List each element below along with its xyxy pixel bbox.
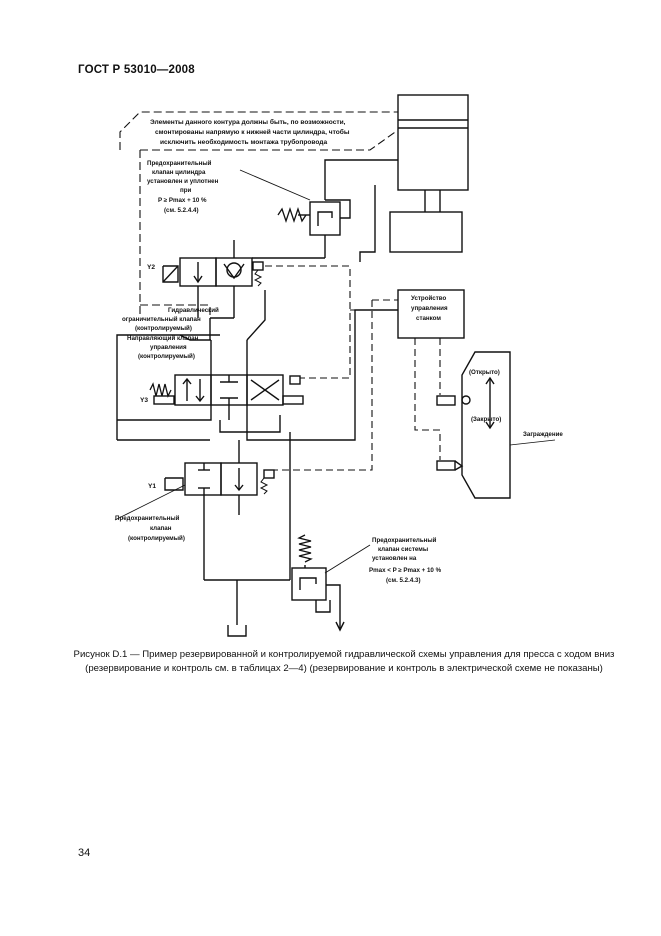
signal-lines xyxy=(265,265,441,471)
solenoid-y2: Y2 xyxy=(147,264,155,271)
note-line-3: исключить необходимость монтажа трубопро… xyxy=(160,138,327,146)
cyl-valve-ref: (см. 5.2.4.4) xyxy=(164,207,199,214)
relief-valve xyxy=(291,567,327,601)
limit-valve-block-b xyxy=(215,257,253,287)
svg-text:(контролируемый): (контролируемый) xyxy=(138,353,195,360)
svg-text:клапан цилиндра: клапан цилиндра xyxy=(152,169,206,176)
svg-text:Предохранительный: Предохранительный xyxy=(147,160,212,167)
cyl-valve-formula: P ≥ Pmax + 10 % xyxy=(158,197,207,204)
svg-text:Y3: Y3 xyxy=(140,397,148,404)
control-unit-line-3: станком xyxy=(416,315,441,322)
limit-valve-line-2: ограничительный клапан xyxy=(122,316,201,323)
svg-text:установлен и уплотнен: установлен и уплотнен xyxy=(147,178,219,185)
safety-valve-block-a xyxy=(184,462,222,496)
svg-text:(контролируемый): (контролируемый) xyxy=(135,325,192,332)
solenoid-y3: Y3 xyxy=(140,397,148,404)
dir-valve-block-c xyxy=(246,374,284,406)
limit-valve-sensor xyxy=(252,261,264,271)
dir-valve-line-1: Направляющий клапан xyxy=(127,335,199,342)
ctrl-safety-valve-line-2: клапан xyxy=(150,525,172,532)
svg-text:(см. 5.2.4.4): (см. 5.2.4.4) xyxy=(164,207,199,214)
relief-valve-line-2: клапан системы xyxy=(378,546,428,553)
cyl-valve-line-2: клапан цилиндра xyxy=(152,169,206,176)
dir-valve-block-a xyxy=(174,374,212,406)
limit-valve-line-3: (контролируемый) xyxy=(135,325,192,332)
relief-valve-line-1: Предохранительный xyxy=(372,537,437,544)
control-unit-line-2: управления xyxy=(411,305,448,312)
svg-text:Pmax < P ≥ Pmax + 10 %: Pmax < P ≥ Pmax + 10 % xyxy=(369,567,442,574)
mounting-zone-outline xyxy=(119,111,399,318)
relief-valve-line-3: установлен на xyxy=(372,555,417,562)
svg-text:исключить необходимость монтаж: исключить необходимость монтажа трубопро… xyxy=(160,138,327,146)
svg-text:клапан: клапан xyxy=(150,525,172,532)
svg-text:установлен на: установлен на xyxy=(372,555,417,562)
guard-open-label: (Открыто) xyxy=(469,369,500,376)
relief-valve-ref: (см. 5.2.4.3) xyxy=(386,577,421,584)
svg-text:Предохранительный: Предохранительный xyxy=(372,537,437,544)
document-header: ГОСТ Р 53010—2008 xyxy=(78,64,195,76)
svg-text:Заграждение: Заграждение xyxy=(523,431,563,438)
svg-text:Гидравлический: Гидравлический xyxy=(168,307,219,314)
dir-valve-line-3: (контролируемый) xyxy=(138,353,195,360)
svg-text:управления: управления xyxy=(150,344,187,351)
svg-text:управления: управления xyxy=(411,305,448,312)
tank-symbol xyxy=(227,625,247,637)
guard-closed-label: (Закрыто) xyxy=(471,416,501,423)
cylinder-body xyxy=(397,94,469,191)
svg-text:станком: станком xyxy=(416,315,441,322)
press-ram xyxy=(389,211,463,253)
svg-text:(Закрыто): (Закрыто) xyxy=(471,416,501,423)
svg-text:клапан системы: клапан системы xyxy=(378,546,428,553)
cyl-valve-line-3: установлен и уплотнен xyxy=(147,178,219,185)
svg-text:(см. 5.2.4.3): (см. 5.2.4.3) xyxy=(386,577,421,584)
guard-label: Заграждение xyxy=(523,431,563,438)
ctrl-safety-valve-status: (контролируемый) xyxy=(128,535,185,542)
solenoid-y1: Y1 xyxy=(148,483,156,490)
page-number: 34 xyxy=(78,847,91,859)
cyl-valve-line-1: Предохранительный xyxy=(147,160,212,167)
svg-text:Элементы данного контура должн: Элементы данного контура должны быть, по… xyxy=(150,118,346,126)
svg-text:P ≥ Pmax + 10 %: P ≥ Pmax + 10 % xyxy=(158,197,207,204)
svg-text:Направляющий клапан: Направляющий клапан xyxy=(127,335,199,342)
svg-text:(контролируемый): (контролируемый) xyxy=(128,535,185,542)
svg-text:смонтированы напрямую к нижней: смонтированы напрямую к нижней части цил… xyxy=(155,128,350,136)
note-line-1: Элементы данного контура должны быть, по… xyxy=(150,118,346,126)
figure-caption: Рисунок D.1 — Пример резервированной и к… xyxy=(73,649,615,674)
svg-text:ограничительный клапан: ограничительный клапан xyxy=(122,316,201,323)
control-unit-line-1: Устройство xyxy=(411,295,446,302)
dir-valve-line-2: управления xyxy=(150,344,187,351)
ctrl-safety-valve-line-1: Предохранительный xyxy=(115,515,180,522)
limit-valve-line-1: Гидравлический xyxy=(168,307,219,314)
note-line-2: смонтированы напрямую к нижней части цил… xyxy=(155,128,350,136)
machine-control-unit xyxy=(397,289,465,339)
svg-text:при: при xyxy=(180,187,192,194)
svg-text:Устройство: Устройство xyxy=(411,295,446,302)
svg-text:Y1: Y1 xyxy=(148,483,156,490)
svg-text:Y2: Y2 xyxy=(147,264,155,271)
relief-valve-formula: Pmax < P ≥ Pmax + 10 % xyxy=(369,567,442,574)
svg-text:(Открыто): (Открыто) xyxy=(469,369,500,376)
cylinder-safety-valve xyxy=(309,201,341,236)
cyl-valve-line-4: при xyxy=(180,187,192,194)
guard xyxy=(461,351,511,499)
svg-text:Предохранительный: Предохранительный xyxy=(115,515,180,522)
